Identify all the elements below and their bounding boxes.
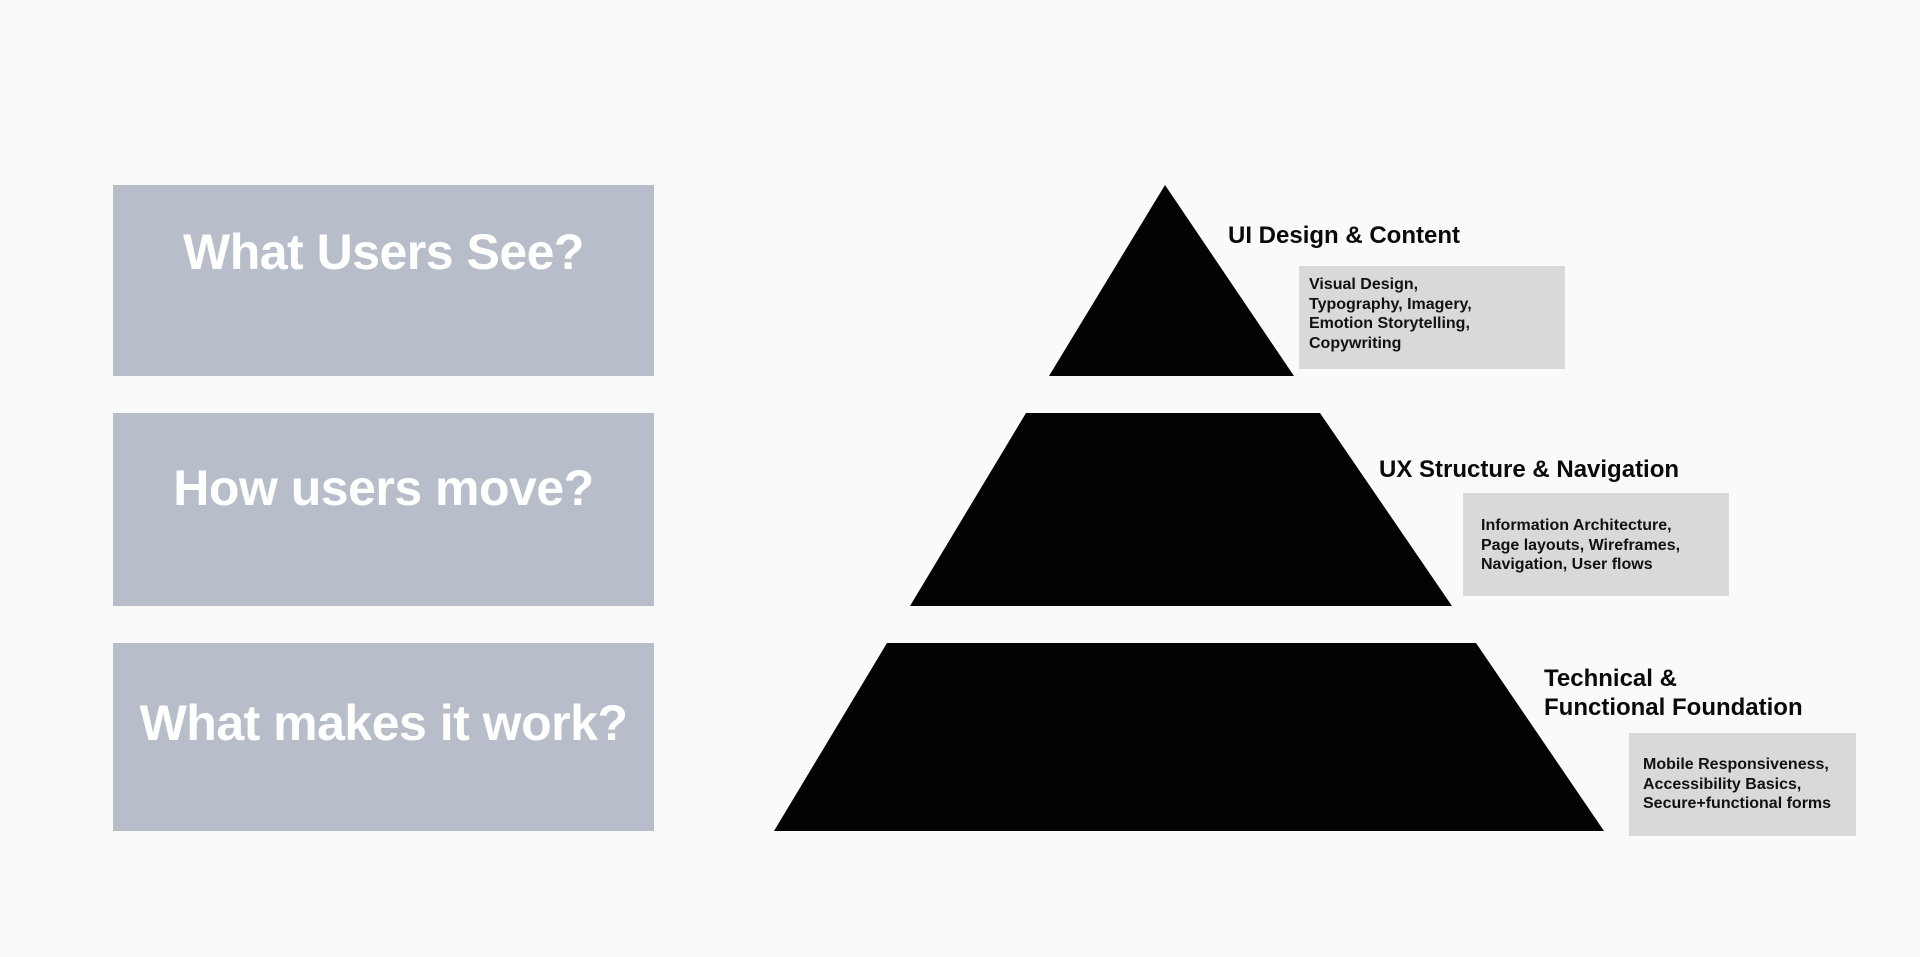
- tier-title-ui-design: UI Design & Content: [1228, 222, 1460, 249]
- question-what-users-see: What Users See?: [183, 224, 584, 280]
- pyramid-tier-middle: [910, 413, 1452, 606]
- pyramid-tier-top: [1049, 185, 1294, 376]
- pyramid-tier-bottom: [774, 643, 1604, 831]
- tier-title-technical-foundation: Technical & Functional Foundation: [1544, 665, 1803, 722]
- question-box-middle: How users move?: [113, 413, 654, 606]
- question-what-makes-it-work: What makes it work?: [139, 695, 628, 751]
- tier-details-ui-design: Visual Design, Typography, Imagery, Emot…: [1299, 266, 1565, 369]
- tier-details-ux-structure: Information Architecture, Page layouts, …: [1463, 493, 1729, 596]
- question-box-top: What Users See?: [113, 185, 654, 376]
- question-box-bottom: What makes it work?: [113, 643, 654, 831]
- tier-title-ux-structure: UX Structure & Navigation: [1379, 456, 1680, 483]
- tier-details-technical-foundation: Mobile Responsiveness, Accessibility Bas…: [1629, 733, 1856, 836]
- question-how-users-move: How users move?: [173, 460, 594, 516]
